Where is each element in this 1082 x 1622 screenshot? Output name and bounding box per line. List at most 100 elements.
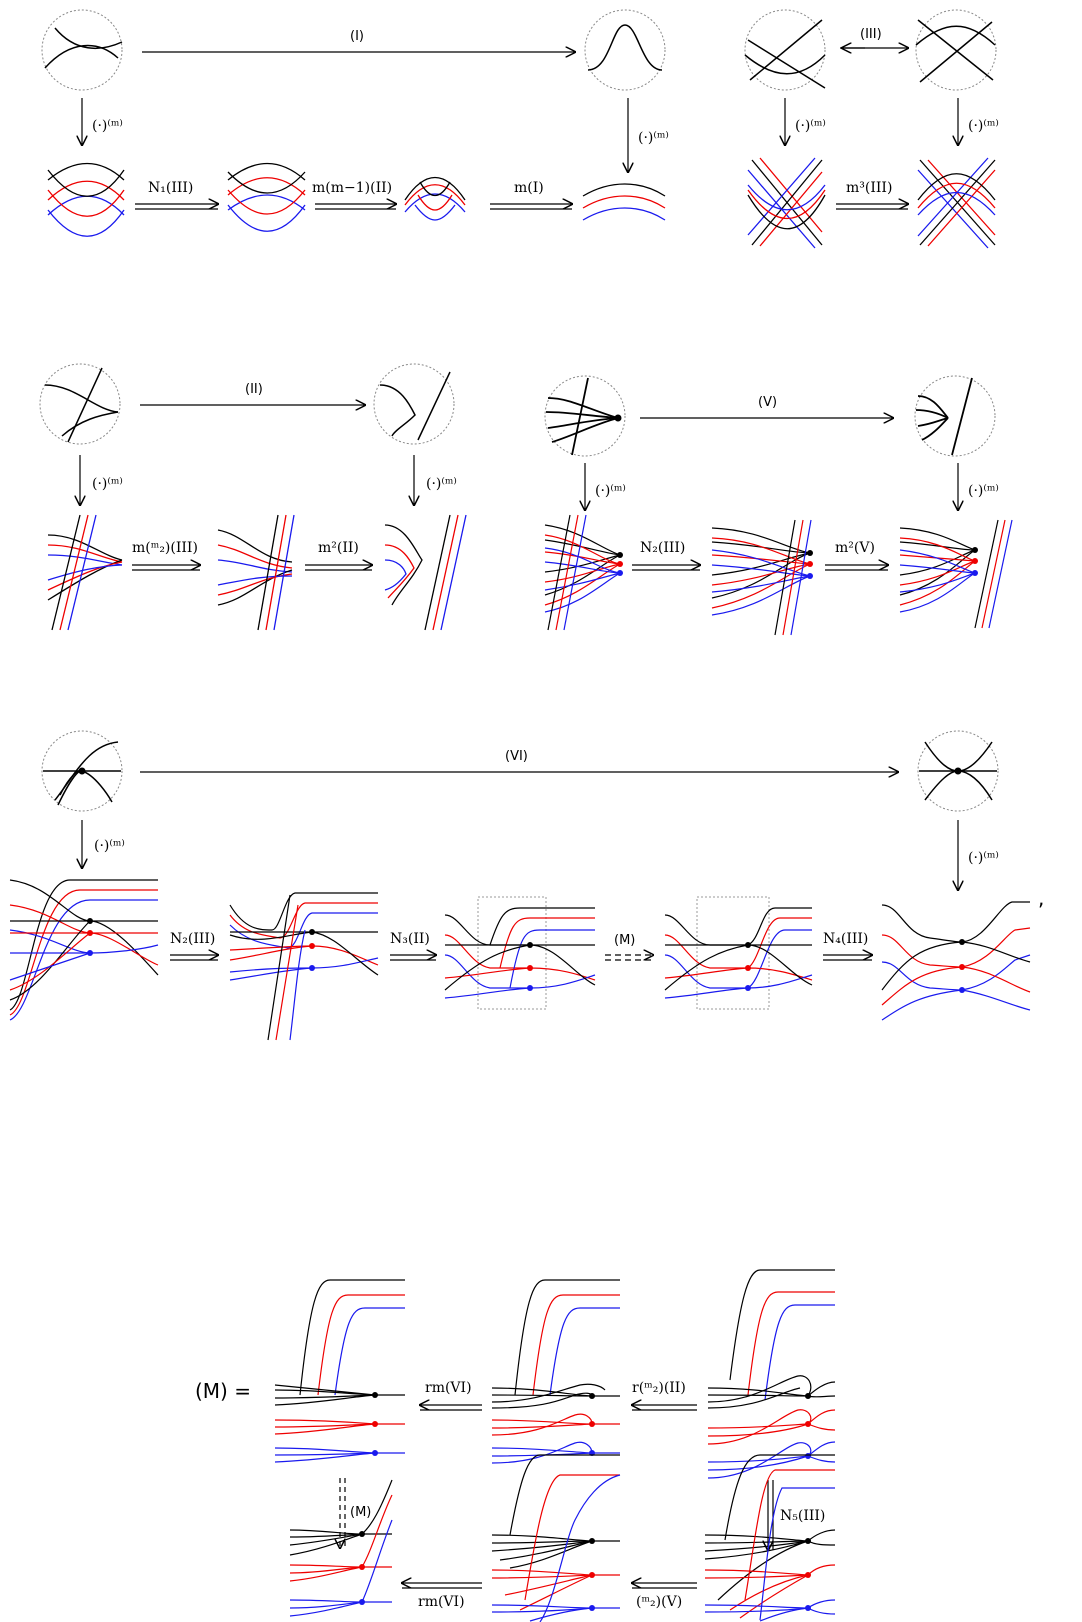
r3-arrow-3-label: (M): [614, 933, 635, 948]
r3-arrow-2: N₃(II): [390, 931, 436, 961]
r3-arrow-2-label: N₃(II): [390, 931, 430, 947]
r3-arrow-4-label: N₄(III): [823, 931, 868, 947]
r2b-down-right: (·)⁽ᵐ⁾: [958, 463, 999, 510]
r2-down-right: (·)⁽ᵐ⁾: [414, 455, 457, 505]
r2-arrow-1-label: m(ᵐ₂)(III): [132, 540, 198, 556]
r2-diagram-1: [47, 514, 123, 631]
r2-top-label: (II): [245, 382, 263, 397]
r3-arrow-4: N₄(III): [823, 931, 872, 961]
r2b-arrow-2-label: m²(V): [835, 540, 875, 556]
r3-comma: ,: [1038, 886, 1044, 910]
r1-down-label-right: (·)⁽ᵐ⁾: [638, 130, 669, 146]
r1b-diagram-2: [917, 157, 996, 249]
r1b-diagram-1: [747, 157, 826, 249]
r2b-arrow-1-label: N₂(III): [640, 540, 685, 556]
r3-circle-left: [41, 730, 123, 812]
r2-top-arrow: (II): [140, 382, 365, 405]
r1-down-label-left: (·)⁽ᵐ⁾: [92, 118, 123, 134]
r3-top-label: (VI): [505, 749, 528, 764]
r2-down-left: (·)⁽ᵐ⁾: [80, 455, 123, 505]
r1-down-right: (·)⁽ᵐ⁾: [628, 98, 669, 172]
r2-arrow-1: m(ᵐ₂)(III): [132, 540, 200, 571]
r1b-down-label-left: (·)⁽ᵐ⁾: [795, 118, 826, 134]
r3-down-label-right: (·)⁽ᵐ⁾: [968, 850, 999, 866]
r3-diagram-4: [664, 896, 813, 1010]
r1b-arrow-1: m³(III): [836, 180, 908, 210]
r2-down-label-left: (·)⁽ᵐ⁾: [92, 476, 123, 492]
r2b-arrow-2: m²(V): [825, 540, 888, 571]
r2-circle-left: [39, 363, 121, 445]
m-arrow-bot2-label: (ᵐ₂)(V): [636, 1594, 682, 1610]
r1-arrow-2: m(m−1)(II): [312, 180, 396, 210]
r2b-down-left: (·)⁽ᵐ⁾: [585, 463, 626, 510]
r2b-diagram-2: [711, 519, 813, 636]
m-arrow-right-label: N₅(III): [780, 1508, 825, 1524]
r3-down-label-left: (·)⁽ᵐ⁾: [94, 838, 125, 854]
m-arrow-top2-label: r(ᵐ₂)(II): [632, 1380, 686, 1396]
r2b-diagram-3: [899, 519, 1013, 629]
r1-circle-right: [584, 9, 666, 91]
r1b-down-right: (·)⁽ᵐ⁾: [958, 98, 999, 145]
r1-top-arrow: (I): [142, 29, 575, 52]
r2b-top-arrow: (V): [640, 395, 893, 418]
r2b-top-label: (V): [758, 395, 777, 410]
r1-arrow-1: N₁(III): [135, 180, 218, 210]
r3-arrow-1-label: N₂(III): [170, 931, 215, 947]
r3-down-right: (·)⁽ᵐ⁾: [958, 820, 999, 890]
r1-diagram-1: [47, 162, 125, 237]
r3-diagram-2: [229, 892, 379, 1041]
r2b-diagram-1: [544, 514, 623, 631]
r1-diagram-3: [404, 176, 466, 221]
m-diagram-br: [704, 1454, 836, 1622]
r2-circle-right: [373, 363, 455, 445]
r2b-down-label-left: (·)⁽ᵐ⁾: [595, 483, 626, 499]
r3-diagram-1: [9, 879, 159, 1021]
r3-diagram-5: [881, 901, 1031, 1021]
r1-arrow-1-label: N₁(III): [148, 180, 193, 196]
r2-diagram-2: [217, 514, 295, 631]
r1-arrow-3-label: m(I): [514, 180, 544, 196]
r1b-circle-right: [915, 9, 997, 91]
r1b-down-left: (·)⁽ᵐ⁾: [785, 98, 826, 145]
m-diagram-tl: [274, 1279, 405, 1463]
r1b-circle-left: [744, 9, 826, 91]
m-arrow-bot1: rm(VI): [402, 1583, 482, 1610]
r1b-top-arrow: (III): [840, 27, 908, 48]
m-arrow-top2: r(ᵐ₂)(II): [632, 1380, 697, 1411]
m-arrow-top1-label: rm(VI): [425, 1380, 472, 1396]
r2-arrow-2: m²(II): [305, 540, 372, 571]
r3-down-left: (·)⁽ᵐ⁾: [82, 820, 125, 868]
r2b-down-label-right: (·)⁽ᵐ⁾: [968, 483, 999, 499]
r1-arrow-2-label: m(m−1)(II): [312, 180, 392, 196]
r1b-top-label: (III): [860, 27, 882, 42]
r1b-arrow-1-label: m³(III): [846, 180, 892, 196]
m-arrow-bot1-label: rm(VI): [418, 1594, 465, 1610]
r2b-circle-right: [914, 375, 996, 457]
m-arrow-left: (M): [340, 1478, 371, 1548]
r1-top-label: (I): [350, 29, 364, 44]
m-diagram-bl: [289, 1479, 393, 1617]
r1-circle-left: [41, 9, 123, 91]
r3-diagram-3: [444, 896, 596, 1010]
r1-arrow-3: m(I): [490, 180, 572, 210]
r3-top-arrow: (VI): [140, 749, 898, 772]
m-eq-label: (M) =: [195, 1379, 251, 1403]
m-arrow-left-label: (M): [350, 1505, 371, 1520]
r2b-arrow-1: N₂(III): [632, 540, 700, 571]
m-arrow-bot2: (ᵐ₂)(V): [632, 1583, 697, 1610]
r2b-circle-left: [544, 375, 626, 457]
r1-diagram-4: [582, 183, 666, 221]
r2-diagram-3: [384, 514, 467, 631]
r1b-down-label-right: (·)⁽ᵐ⁾: [968, 118, 999, 134]
r1-down-left: (·)⁽ᵐ⁾: [82, 98, 123, 145]
r1-diagram-2: [227, 162, 306, 232]
r3-circle-right: [917, 730, 999, 812]
m-diagram-bm: [491, 1454, 621, 1622]
r3-arrow-3: (M): [605, 933, 653, 961]
m-diagram-tm: [491, 1279, 620, 1464]
r2-arrow-2-label: m²(II): [318, 540, 359, 556]
m-diagram-tr: [707, 1269, 836, 1479]
r3-arrow-1: N₂(III): [170, 931, 218, 961]
m-arrow-top1: rm(VI): [420, 1380, 482, 1411]
